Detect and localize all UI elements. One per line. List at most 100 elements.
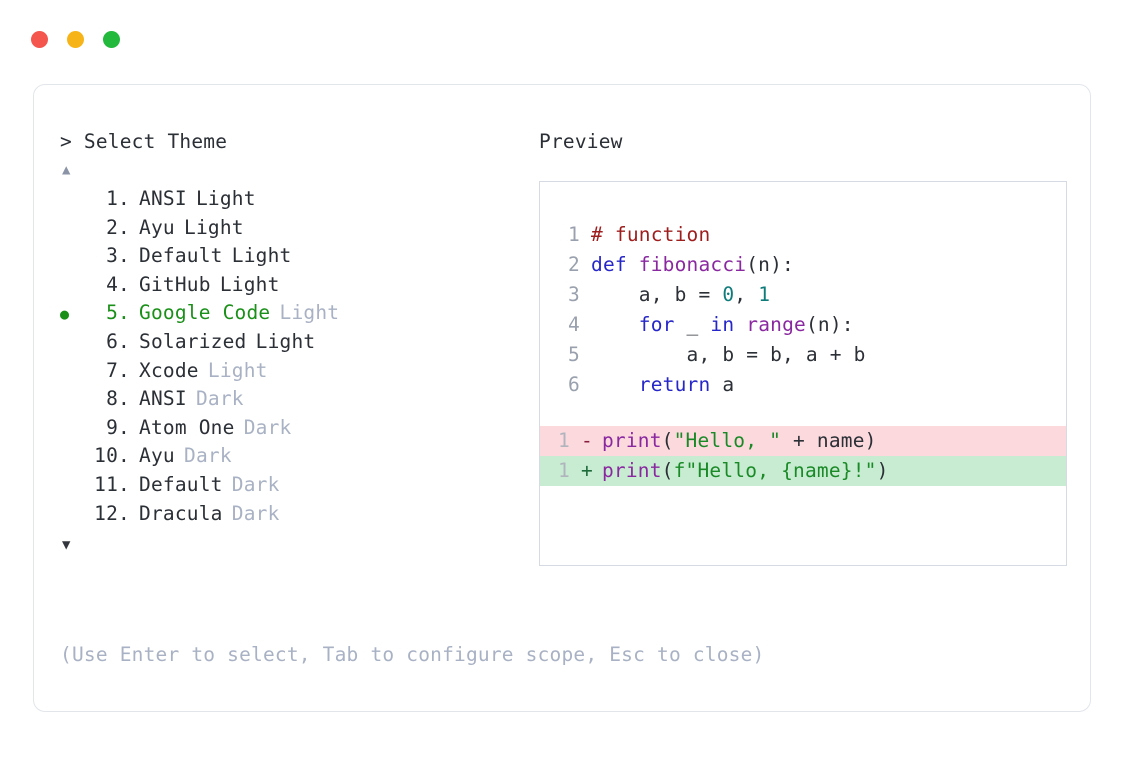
line-number: 5 [568, 343, 580, 366]
selected-bullet-icon: ● [60, 305, 70, 324]
select-theme-prompt: > Select Theme [60, 130, 228, 153]
theme-item-number: 3. [106, 244, 130, 268]
theme-item-name: Atom One [139, 415, 235, 439]
code-spacer [540, 400, 1066, 426]
theme-item-name: Default [139, 472, 223, 496]
code-text: for _ in range(n): [591, 310, 854, 340]
code-text: # function [591, 220, 710, 250]
theme-item-variant: Light [279, 301, 340, 325]
theme-item-name: Google Code [139, 301, 271, 325]
theme-list-item[interactable]: 9. Atom One Dark [60, 414, 530, 443]
code-token [591, 313, 639, 336]
code-token: return [638, 373, 711, 396]
code-token: 0 [722, 283, 735, 306]
window-titlebar [0, 0, 1129, 78]
theme-item-variant: Light [207, 358, 268, 382]
code-text: print(f"Hello, {name}!") [602, 456, 889, 486]
theme-item-number: 9. [106, 415, 130, 439]
code-token: def [591, 253, 639, 276]
theme-item-variant: Light [184, 215, 244, 239]
code-line: 6 return a [540, 370, 1066, 400]
bullet-placeholder [60, 215, 86, 244]
code-text: def fibonacci(n): [591, 250, 794, 280]
code-text: return a [591, 370, 734, 400]
code-token: f"Hello, {name}!" [673, 459, 877, 482]
theme-item-number: 1. [106, 187, 130, 210]
code-token: (n): [805, 313, 854, 336]
theme-item-number: 11. [94, 472, 130, 496]
bullet-placeholder [60, 186, 86, 215]
bullet-placeholder [60, 501, 86, 530]
theme-list-item[interactable]: ● 5. Google Code Light [60, 299, 530, 328]
code-line: 4 for _ in range(n): [540, 310, 1066, 340]
code-token: _ [674, 313, 711, 336]
scroll-up-icon[interactable]: ▲ [62, 162, 71, 178]
code-token: (n): [746, 253, 794, 276]
code-token: a [710, 373, 735, 396]
bullet-placeholder [60, 415, 86, 444]
close-window-icon[interactable] [31, 30, 48, 48]
code-text: a, b = b, a + b [591, 340, 866, 370]
diff-marker: - [581, 429, 593, 452]
code-token: for [638, 313, 675, 336]
theme-list-item[interactable]: 10. Ayu Dark [60, 442, 530, 471]
theme-item-number: 5. [106, 301, 130, 325]
code-token: fibonacci [638, 253, 747, 276]
theme-item-variant: Dark [184, 444, 232, 468]
theme-item-number: 12. [94, 501, 130, 525]
code-line: 3 a, b = 0, 1 [540, 280, 1066, 310]
theme-item-number: 6. [106, 329, 130, 353]
bullet-placeholder [60, 329, 86, 358]
code-token: , [734, 283, 759, 306]
theme-item-number: 4. [106, 272, 130, 296]
line-number: 1 [558, 429, 570, 452]
theme-item-variant: Dark [243, 415, 292, 439]
code-token: "Hello, " [673, 429, 782, 452]
code-line: 1# function [540, 220, 1066, 250]
preview-label: Preview [539, 130, 623, 153]
theme-list-item[interactable]: 4. GitHub Light [60, 271, 530, 300]
theme-item-name: Xcode [139, 358, 199, 382]
code-token [591, 373, 639, 396]
bullet-placeholder [60, 386, 86, 415]
bullet-placeholder [60, 272, 86, 301]
theme-item-number: 2. [106, 215, 130, 239]
code-token: in [710, 313, 735, 336]
code-token [734, 313, 746, 336]
line-number: 6 [568, 373, 580, 396]
code-token: range [746, 313, 806, 336]
diff-removed-line: 1-print("Hello, " + name) [540, 426, 1066, 456]
code-token: ( [661, 459, 674, 482]
maximize-window-icon[interactable] [103, 30, 120, 48]
window-controls [31, 30, 120, 48]
code-token: 1 [758, 283, 771, 306]
scroll-down-icon[interactable]: ▼ [62, 537, 71, 554]
line-number: 3 [568, 283, 580, 306]
theme-item-number: 10. [94, 444, 130, 468]
theme-item-name: Ayu [139, 444, 175, 468]
bullet-placeholder [60, 443, 86, 472]
theme-list-item[interactable]: 2. Ayu Light [60, 214, 530, 243]
code-token: ( [661, 429, 674, 452]
minimize-window-icon[interactable] [67, 30, 84, 48]
theme-item-name: GitHub [139, 272, 211, 296]
theme-item-variant: Light [219, 272, 280, 296]
theme-item-name: Solarized [139, 329, 247, 353]
code-text: a, b = 0, 1 [591, 280, 770, 310]
theme-item-variant: Dark [231, 501, 280, 525]
theme-item-name: Ayu [139, 215, 175, 239]
code-token: ) [876, 459, 889, 482]
diff-added-line: 1+print(f"Hello, {name}!") [540, 456, 1066, 486]
code-token: print [601, 459, 662, 482]
